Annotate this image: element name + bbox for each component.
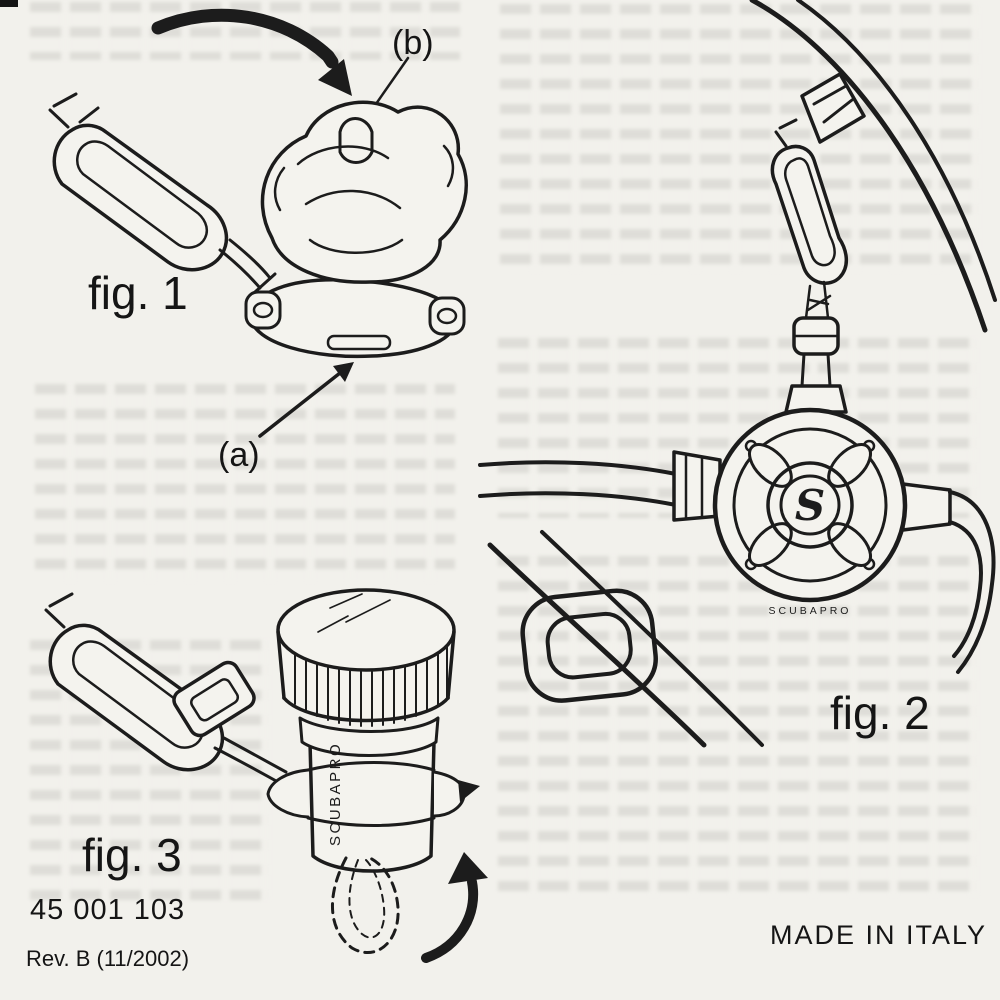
fig1-callout-a-arrow (258, 362, 354, 438)
fig2-regulator: S SCUBAPRO (712, 407, 908, 617)
fig1-callout-b: (b) (392, 24, 434, 62)
fig3-knob (276, 588, 456, 873)
part-number: 45 001 103 (30, 894, 186, 926)
fig3-clamp (266, 761, 480, 827)
fig2-label: fig. 2 (830, 687, 930, 739)
made-in-text: MADE IN ITALY (770, 920, 988, 950)
fig3-snap-hook (44, 592, 225, 772)
fig1-press-arrow (151, 8, 352, 96)
fig1-callout-a: (a) (218, 436, 260, 474)
s-logo: S (795, 481, 825, 530)
fig1-holder (244, 100, 468, 359)
fig3-strap (213, 736, 288, 784)
fig1-label: fig. 1 (88, 267, 188, 319)
fig3-rotate-arrow (421, 852, 488, 963)
fig2-strap (800, 72, 866, 144)
fig2-illustration: S SCUBAPRO (478, 0, 997, 748)
revision-text: Rev. B (11/2002) (26, 946, 190, 971)
fig3-strap-buckle (172, 660, 256, 738)
fig1-snap-hook (48, 92, 277, 294)
fig3-illustration: SCUBAPRO (44, 588, 488, 963)
fig2-hose (478, 450, 996, 674)
scan-artifact (0, 0, 18, 7)
fig2-brand-text: SCUBAPRO (769, 605, 852, 617)
fig2-d-ring (520, 588, 658, 703)
fig2-harness-outline (487, 0, 997, 748)
fig1-illustration (48, 8, 468, 438)
fig3-lanyard-loop (330, 856, 400, 954)
fig3-label: fig. 3 (82, 829, 182, 881)
fig2-lanyard (784, 280, 848, 414)
fig2-snap-hook (770, 118, 848, 285)
fig3-brand-text: SCUBAPRO (327, 742, 344, 846)
